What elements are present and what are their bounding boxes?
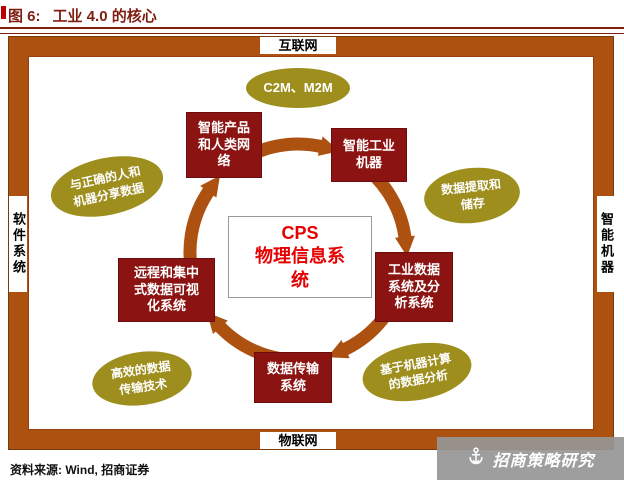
- figure-title: 工业 4.0 的核心: [52, 8, 157, 25]
- node-industrial-data-systems: 工业数据系统及分析系统: [375, 252, 453, 322]
- node-smart-products: 智能产品和人类网络: [186, 112, 262, 178]
- node-remote-visualization: 远程和集中式数据可视化系统: [118, 258, 215, 322]
- cps-title: CPS: [281, 222, 319, 243]
- frame-label-iot: 物联网: [260, 432, 336, 449]
- source-note: 资料来源: Wind, 招商证券: [10, 463, 150, 477]
- cps-subtitle: 物理信息系统: [255, 246, 345, 290]
- title-underline: [0, 27, 624, 34]
- brand-logo-icon: [466, 446, 486, 471]
- watermark: 招商策略研究: [437, 437, 624, 480]
- node-smart-industrial-machines: 智能工业机器: [331, 128, 407, 182]
- node-data-transmission: 数据传输系统: [254, 352, 332, 403]
- figure-header: 图 6: 工业 4.0 的核心: [8, 5, 157, 26]
- ellipse-c2m-m2m: C2M、M2M: [246, 68, 350, 108]
- frame-label-smart-machines: 智能机器: [597, 196, 615, 292]
- frame-label-internet: 互联网: [260, 37, 336, 54]
- cps-center-box: CPS 物理信息系统: [228, 216, 372, 298]
- figure-label: 图 6:: [8, 8, 41, 25]
- watermark-text: 招商策略研究: [492, 452, 595, 470]
- frame-label-software-systems: 软件系统: [9, 196, 27, 292]
- header-bullet: [1, 6, 6, 19]
